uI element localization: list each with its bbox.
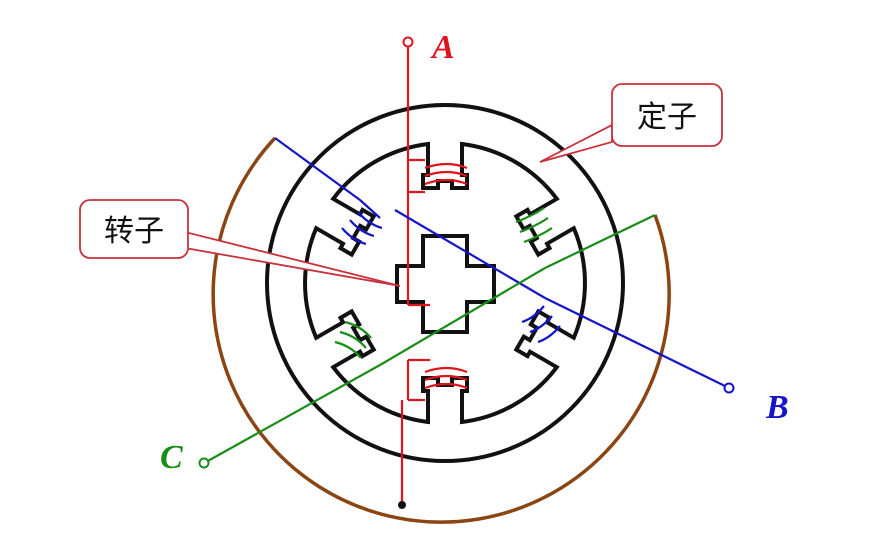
- rotor-label: 转子: [104, 214, 164, 249]
- phase-a-winding: [400, 45, 468, 505]
- stator-callout-box: [611, 83, 723, 147]
- phase-b-terminal: [723, 382, 735, 394]
- phase-c-terminal: [198, 457, 210, 469]
- rotor-cross: [395, 234, 496, 334]
- rotor-callout: 转子: [79, 199, 401, 287]
- stator-label: 定子: [637, 100, 697, 135]
- phase-b-winding: [274, 137, 726, 387]
- stator-callout: 定子: [539, 83, 723, 163]
- phase-c-winding: [205, 207, 656, 463]
- phase-a-label: A: [430, 29, 455, 66]
- stator-callout-pointer: [539, 123, 613, 163]
- common-junction: [398, 501, 406, 509]
- phase-a-terminal: [402, 36, 414, 48]
- phase-b-label: B: [765, 389, 789, 426]
- stator-outer-ring: [265, 103, 625, 463]
- stator-inner-body: [303, 141, 587, 425]
- outer-arc: [211, 136, 671, 524]
- rotor-callout-box: [79, 199, 189, 259]
- phase-c-label: C: [160, 439, 183, 476]
